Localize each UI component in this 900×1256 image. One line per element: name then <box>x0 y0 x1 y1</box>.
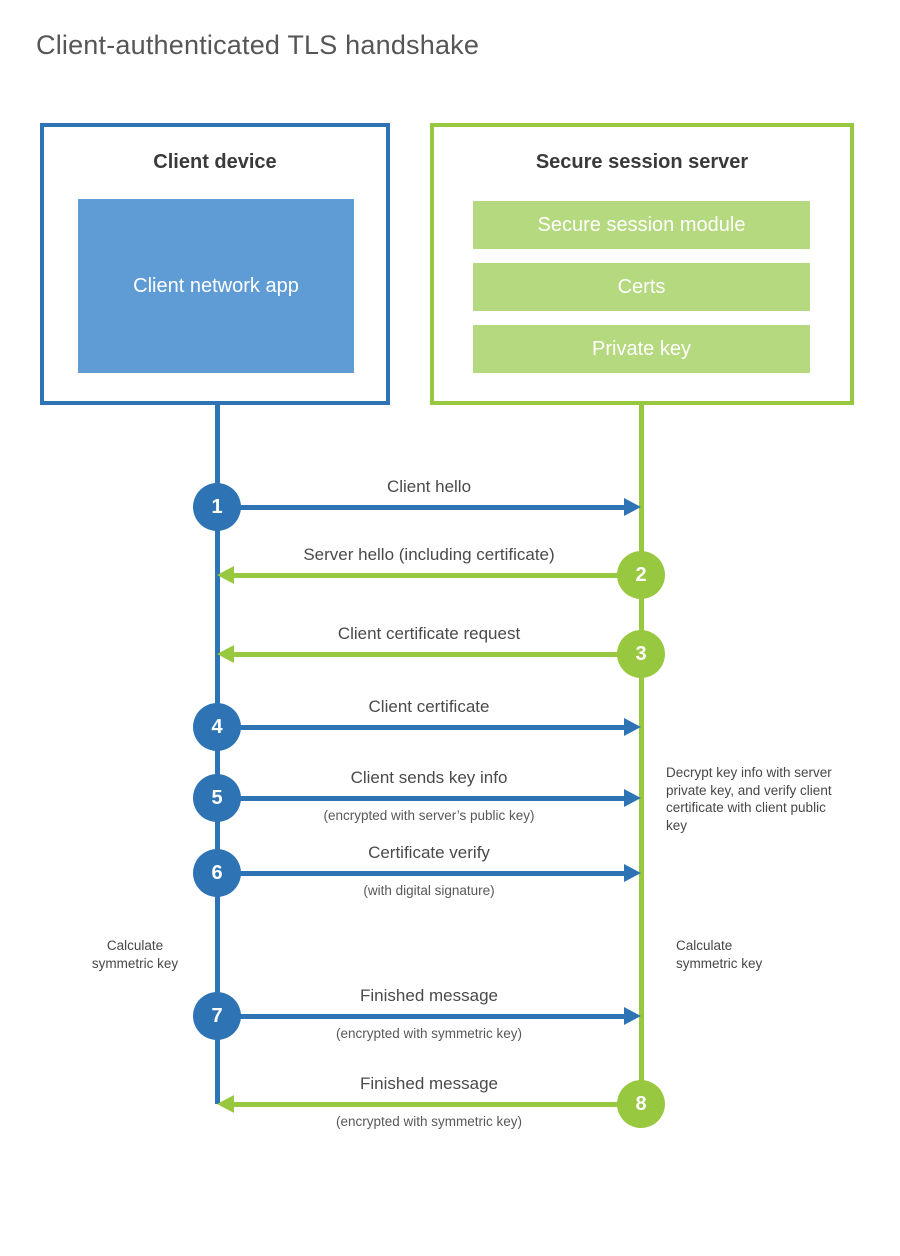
calculate-symmetric-key-note-server: Calculate symmetric key <box>676 938 763 971</box>
step-2-arrow <box>232 573 641 578</box>
step-4-label: Client certificate <box>368 697 490 716</box>
step-1-label: Client hello <box>386 477 472 496</box>
step-4-arrow <box>217 725 626 730</box>
server-lifeline <box>639 405 644 1104</box>
step-5-badge: 5 <box>193 774 241 822</box>
step-7-sublabel: (encrypted with symmetric key) <box>335 1026 523 1041</box>
client-network-app-label: Client network app <box>133 274 299 297</box>
step-5-label: Client sends key info <box>350 768 508 787</box>
server-module-private-key: Private key <box>473 325 810 373</box>
server-module-certs: Certs <box>473 263 810 311</box>
step-6-badge: 6 <box>193 849 241 897</box>
step-6-arrowhead <box>624 864 641 882</box>
step-6-label: Certificate verify <box>368 843 490 862</box>
step-7-label: Finished message <box>360 986 498 1005</box>
step-8-badge: 8 <box>617 1080 665 1128</box>
step-5-arrowhead <box>624 789 641 807</box>
step-8-arrowhead <box>217 1095 234 1113</box>
step-3-badge: 3 <box>617 630 665 678</box>
step-4-arrowhead <box>624 718 641 736</box>
page-title: Client-authenticated TLS handshake <box>36 30 480 60</box>
step-7-badge: 7 <box>193 992 241 1040</box>
step-7-arrow <box>217 1014 626 1019</box>
step-3-arrow <box>232 652 641 657</box>
step-4-badge: 4 <box>193 703 241 751</box>
step-3-arrowhead <box>217 645 234 663</box>
step-5-arrow <box>217 796 626 801</box>
step-8-sublabel: (encrypted with symmetric key) <box>335 1114 523 1129</box>
secure-session-server-box: Secure session server Secure session mod… <box>430 123 854 405</box>
client-device-box: Client device Client network app <box>40 123 390 405</box>
step-5-sublabel: (encrypted with server’s public key) <box>323 808 535 823</box>
calculate-symmetric-key-note-client: Calculate symmetric key <box>91 938 179 971</box>
client-device-title: Client device <box>153 151 277 173</box>
step-1-badge: 1 <box>193 483 241 531</box>
client-network-app-box: Client network app <box>78 199 354 373</box>
step-8-label: Finished message <box>360 1074 498 1093</box>
step-2-arrowhead <box>217 566 234 584</box>
step-2-badge: 2 <box>617 551 665 599</box>
secure-session-server-title: Secure session server <box>535 151 749 173</box>
server-module-secure-session-module: Secure session module <box>473 201 810 249</box>
step-7-arrowhead <box>624 1007 641 1025</box>
decrypt-key-note: Decrypt key info with server private key… <box>666 765 832 833</box>
client-lifeline <box>215 405 220 1104</box>
step-6-arrow <box>217 871 626 876</box>
step-2-label: Server hello (including certificate) <box>303 545 555 564</box>
step-8-arrow <box>232 1102 641 1107</box>
step-6-sublabel: (with digital signature) <box>363 883 495 898</box>
step-3-label: Client certificate request <box>337 624 521 643</box>
step-1-arrowhead <box>624 498 641 516</box>
step-1-arrow <box>217 505 626 510</box>
